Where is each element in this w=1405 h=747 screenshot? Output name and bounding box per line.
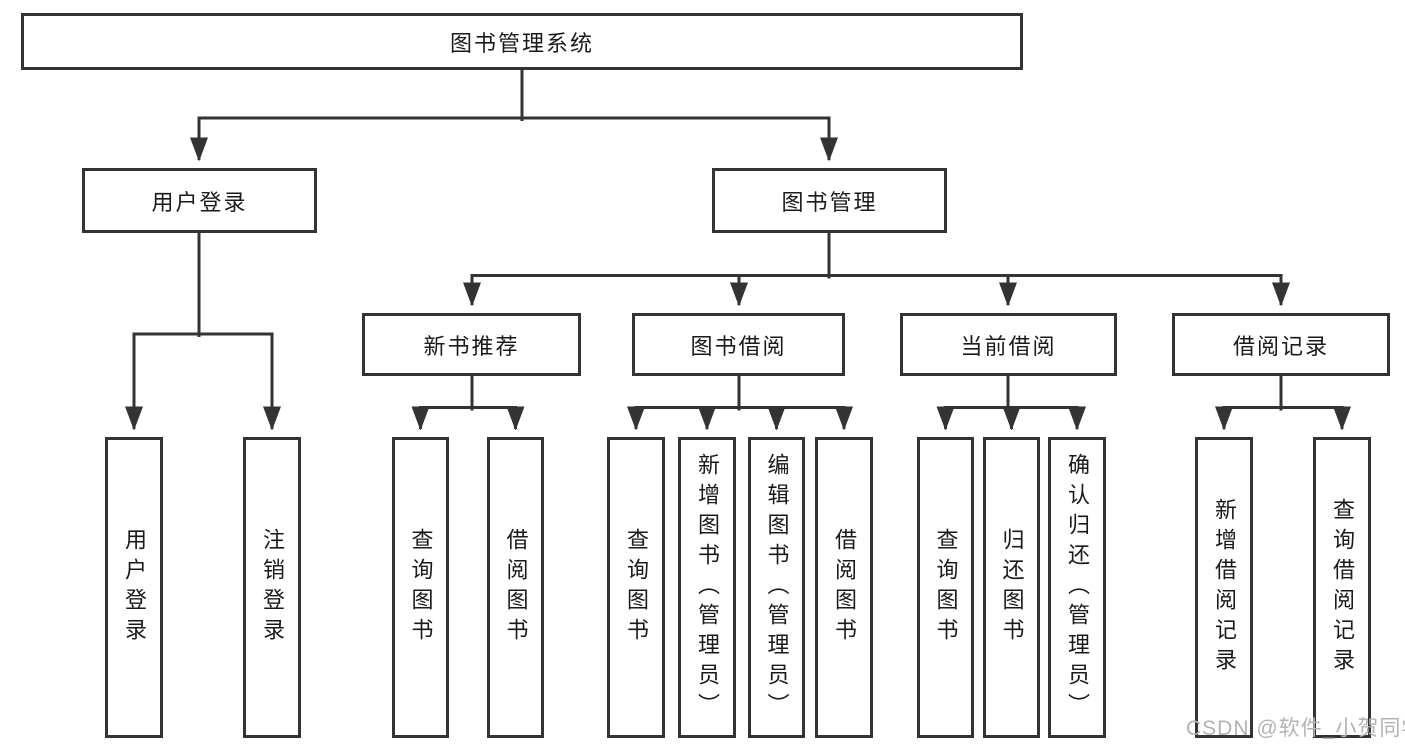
node-leaf-query-borrow-record: 查询借阅记录: [1313, 437, 1371, 738]
node-root: 图书管理系统: [21, 13, 1023, 70]
node-new-book-recommend: 新书推荐: [362, 313, 581, 376]
node-leaf-query-book-recommend: 查询图书: [392, 437, 449, 738]
node-leaf-user-login: 用户登录: [105, 437, 163, 738]
node-leaf-borrow-book-recommend: 借阅图书: [487, 437, 544, 738]
node-leaf-add-book-admin: 新增图书（管理员）: [678, 437, 736, 738]
node-user-login: 用户登录: [82, 168, 317, 233]
node-leaf-borrow-book: 借阅图书: [815, 437, 873, 738]
node-borrow-records: 借阅记录: [1172, 313, 1390, 376]
node-leaf-logout-login: 注销登录: [243, 437, 301, 738]
node-leaf-add-borrow-record: 新增借阅记录: [1195, 437, 1253, 738]
watermark: CSDN @软件_小贺同学: [1186, 717, 1405, 740]
node-leaf-confirm-return-admin: 确认归还（管理员）: [1048, 437, 1106, 738]
node-book-borrow: 图书借阅: [632, 313, 845, 376]
node-leaf-query-book-current: 查询图书: [917, 437, 974, 738]
node-leaf-edit-book-admin: 编辑图书（管理员）: [748, 437, 805, 738]
node-current-borrow: 当前借阅: [900, 313, 1117, 376]
node-leaf-query-book-borrow: 查询图书: [607, 437, 665, 738]
node-book-management: 图书管理: [712, 168, 947, 233]
node-leaf-return-book: 归还图书: [983, 437, 1040, 738]
